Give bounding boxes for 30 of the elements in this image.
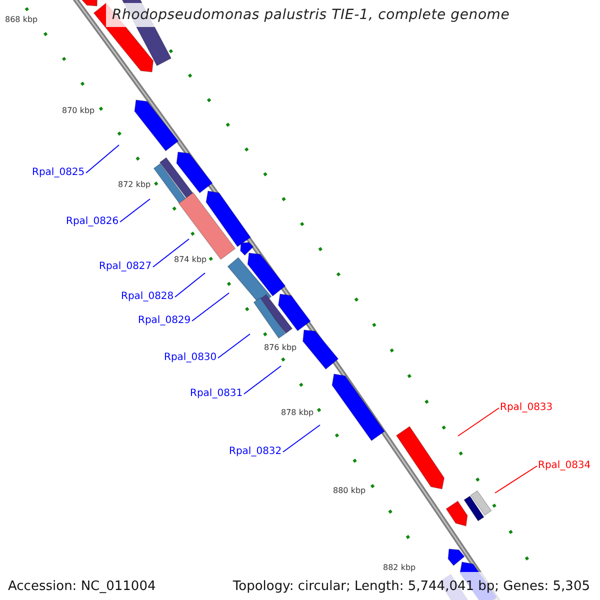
gene-label: Rpal_0829 xyxy=(138,314,191,328)
gene-label: Rpal_0834 xyxy=(538,459,591,473)
scale-label: 870 kbp xyxy=(62,105,95,116)
leader-line xyxy=(152,238,190,268)
leader-line xyxy=(218,334,250,358)
scale-label: 876 kbp xyxy=(264,342,297,353)
scale-label: 878 kbp xyxy=(281,407,314,418)
gene-label: Rpal_0827 xyxy=(99,260,152,274)
leader-line xyxy=(244,366,282,394)
leader-line xyxy=(174,272,206,298)
leader-line xyxy=(282,424,320,452)
gene-label: Rpal_0833 xyxy=(500,401,553,415)
gene-label: Rpal_0826 xyxy=(66,215,119,229)
leader-line xyxy=(86,144,120,174)
gene-label: Rpal_0832 xyxy=(229,445,282,459)
scale-label: 874 kbp xyxy=(174,254,207,265)
gene-label: Rpal_0828 xyxy=(121,290,174,304)
leader-line xyxy=(120,198,150,222)
leader-line xyxy=(192,292,230,322)
scale-label: 882 kbp xyxy=(383,562,416,573)
leader-line xyxy=(494,466,538,494)
leader-line xyxy=(458,408,500,436)
gene-label: Rpal_0831 xyxy=(190,387,243,401)
footer-text: Accession: NC_011004 xyxy=(8,578,156,594)
gene-label: Rpal_0830 xyxy=(164,351,217,365)
footer-text: Topology: circular; Length: 5,744,041 bp; Genes: 5,305 xyxy=(232,578,590,594)
gene-label: Rpal_0825 xyxy=(32,166,85,180)
scale-label: 868 kbp xyxy=(5,14,38,25)
scale-label: 872 kbp xyxy=(118,179,151,190)
scale-label: 880 kbp xyxy=(333,485,366,496)
